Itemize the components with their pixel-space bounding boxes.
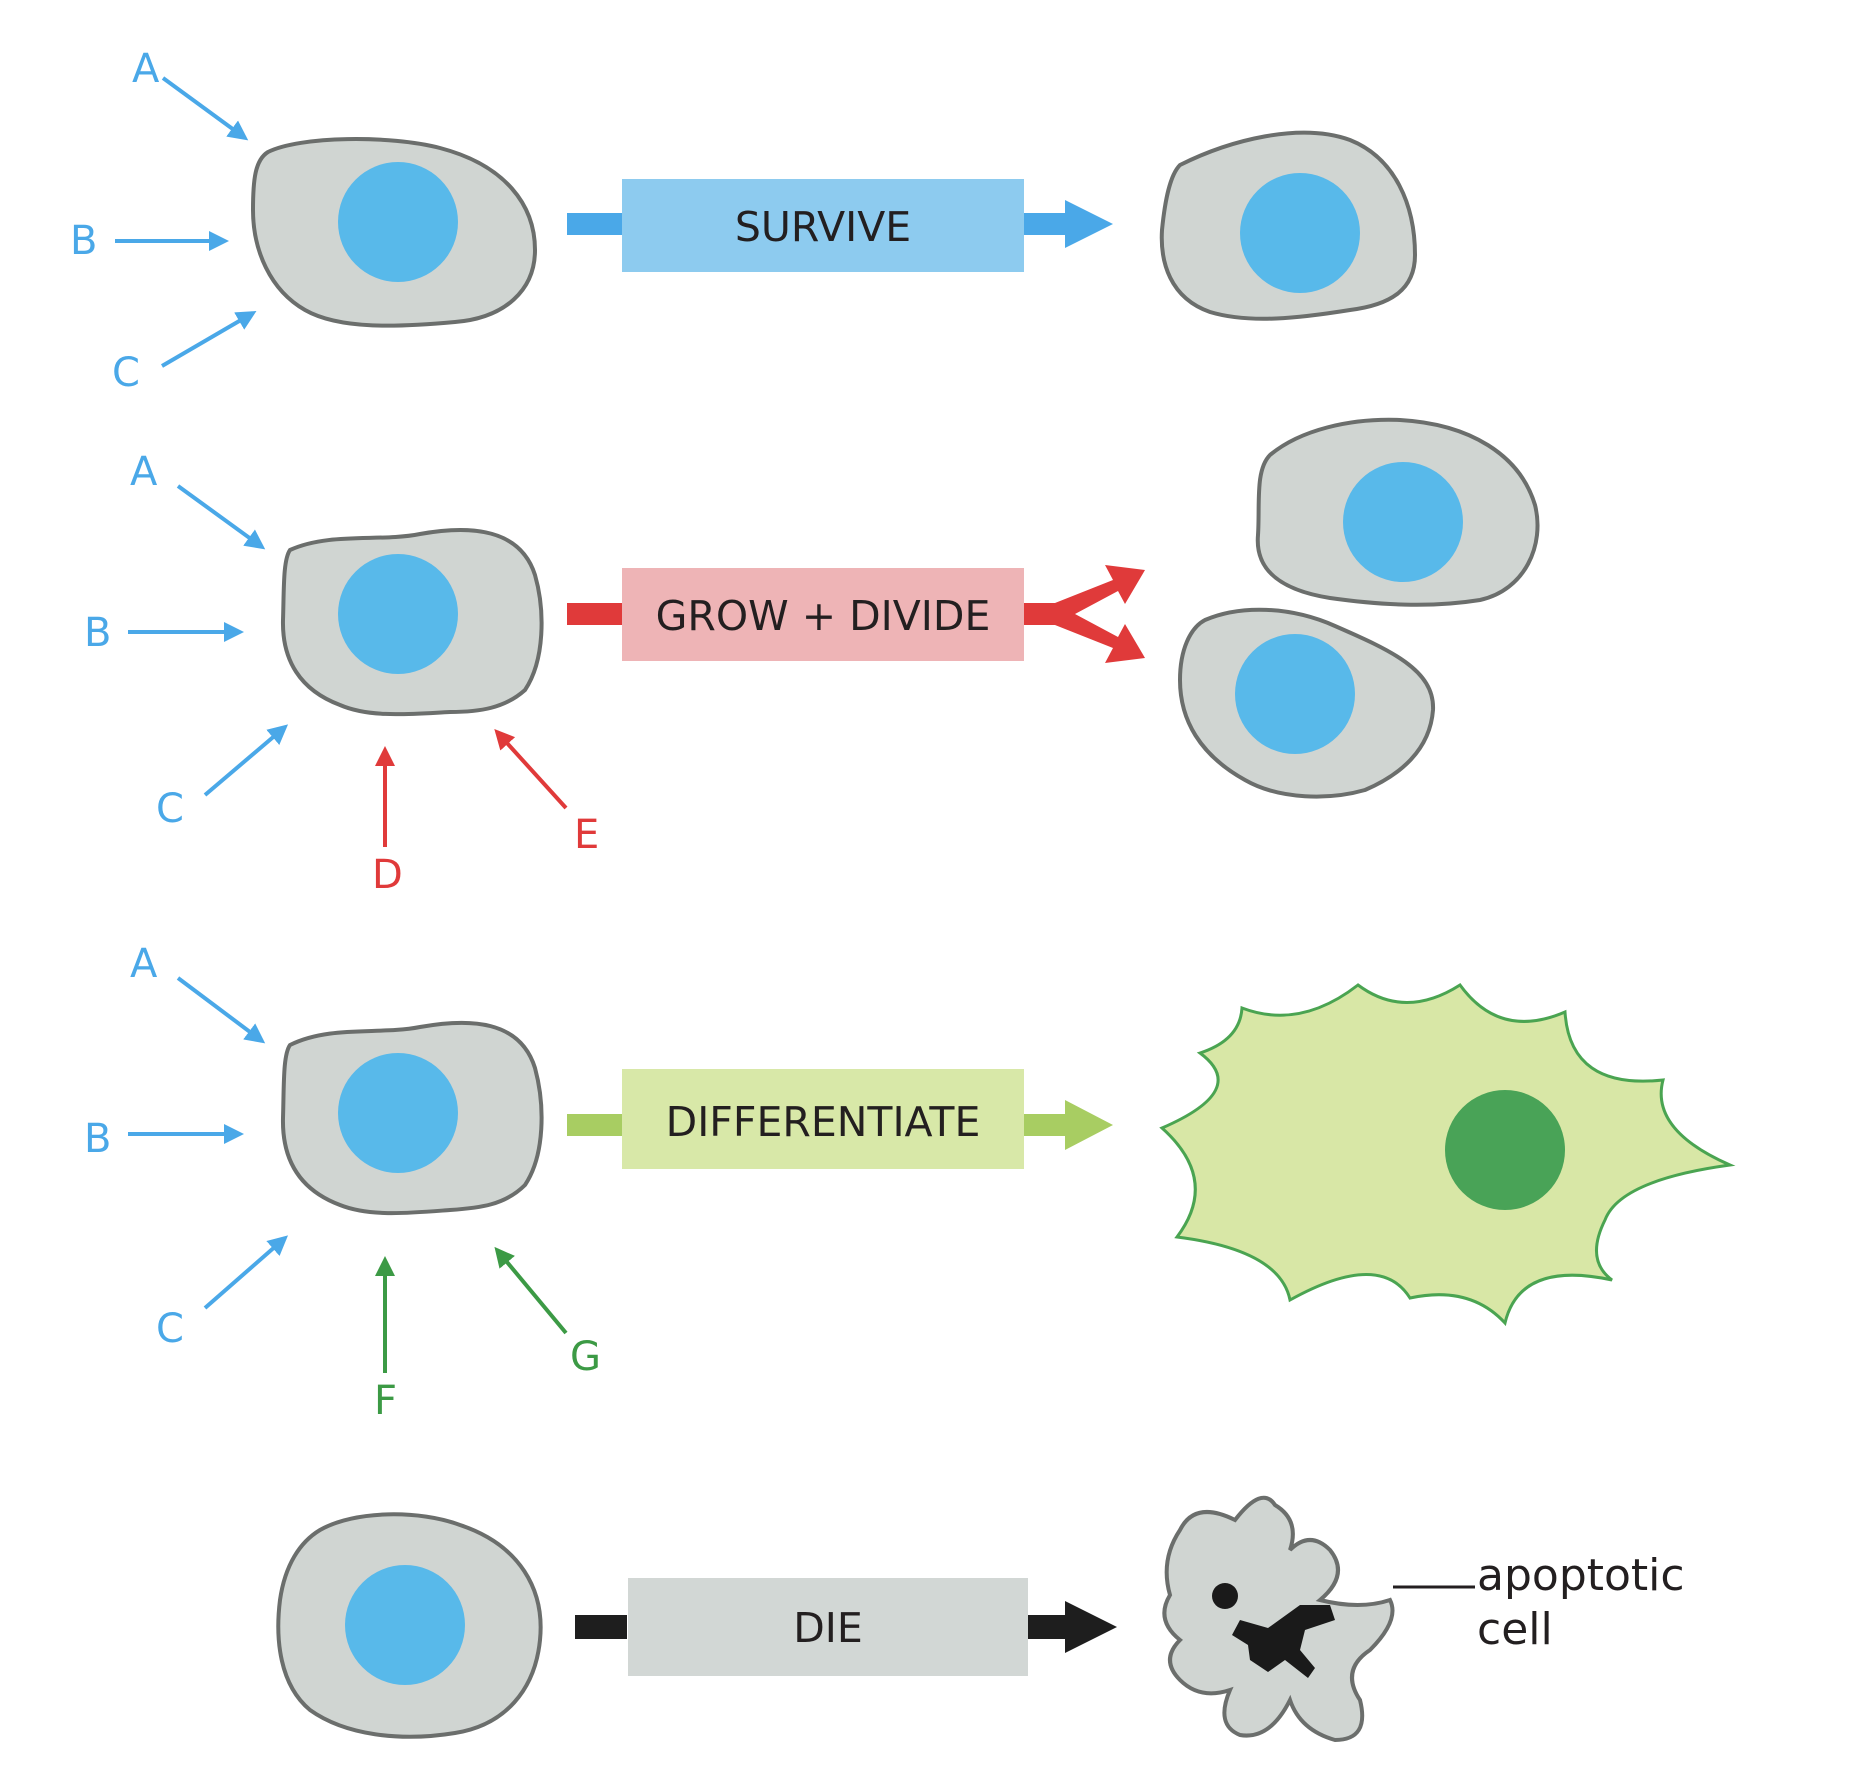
signal-arrow-a	[176, 484, 266, 550]
annotation-cell: cell	[1477, 1604, 1553, 1655]
grow-process-box	[622, 568, 1024, 661]
survive-process-box	[622, 179, 1024, 272]
die-output-arrow	[1028, 1601, 1117, 1653]
signal-label-b: B	[70, 218, 97, 264]
signal-arrow-c	[160, 310, 257, 368]
input-nucleus	[345, 1565, 465, 1685]
differentiated-nucleus	[1445, 1090, 1565, 1210]
signal-label-a: A	[132, 46, 160, 92]
signal-label-c: C	[112, 350, 140, 396]
signal-label-b: B	[84, 1116, 111, 1162]
row-differentiate: A B C F G DIFFERENTIATE	[84, 941, 1736, 1424]
grow-shaft-left	[567, 603, 623, 625]
survive-shaft-left	[567, 213, 623, 235]
row-grow-divide: A B C D E GROW + DIVIDE	[84, 417, 1540, 898]
signal-label-e: E	[574, 812, 599, 858]
signal-arrow-c	[203, 724, 289, 797]
survive-process-label: SURVIVE	[735, 203, 911, 251]
output-nucleus	[1240, 173, 1360, 293]
die-shaft-left	[575, 1615, 627, 1639]
grow-split-arrow	[1024, 565, 1145, 663]
signal-label-a: A	[130, 941, 158, 987]
apoptotic-fragment	[1212, 1583, 1238, 1609]
signal-label-c: C	[156, 786, 184, 832]
signal-arrow-a	[161, 76, 249, 141]
diff-process-label: DIFFERENTIATE	[666, 1098, 981, 1146]
apoptotic-chromatin	[1232, 1605, 1335, 1678]
daughter-nucleus-top	[1343, 462, 1463, 582]
diff-shaft-left	[567, 1114, 623, 1136]
row-survive: A B C SURVIVE	[70, 46, 1418, 396]
row-die: DIE apoptotic cell	[276, 1495, 1685, 1743]
diff-process-box	[622, 1069, 1024, 1169]
signal-arrow-a	[176, 976, 266, 1044]
signal-label-a: A	[130, 449, 158, 495]
signal-label-g: G	[570, 1334, 601, 1380]
signal-label-c: C	[156, 1306, 184, 1352]
signal-arrow-e	[494, 729, 568, 810]
apoptotic-cell	[1162, 1495, 1395, 1743]
signal-arrow-c	[203, 1235, 289, 1310]
signal-label-f: F	[374, 1378, 397, 1424]
signal-label-b: B	[84, 610, 111, 656]
die-process-label: DIE	[793, 1604, 863, 1652]
input-nucleus	[338, 162, 458, 282]
survive-output-arrow	[1024, 200, 1113, 248]
grow-process-label: GROW + DIVIDE	[656, 592, 991, 640]
annotation-apoptotic: apoptotic	[1477, 1550, 1685, 1601]
diff-output-arrow	[1024, 1100, 1113, 1150]
input-nucleus	[338, 1053, 458, 1173]
daughter-nucleus-bottom	[1235, 634, 1355, 754]
signal-arrow-g	[494, 1246, 568, 1335]
signal-label-d: D	[372, 852, 403, 898]
input-nucleus	[338, 554, 458, 674]
die-process-box	[628, 1578, 1028, 1676]
